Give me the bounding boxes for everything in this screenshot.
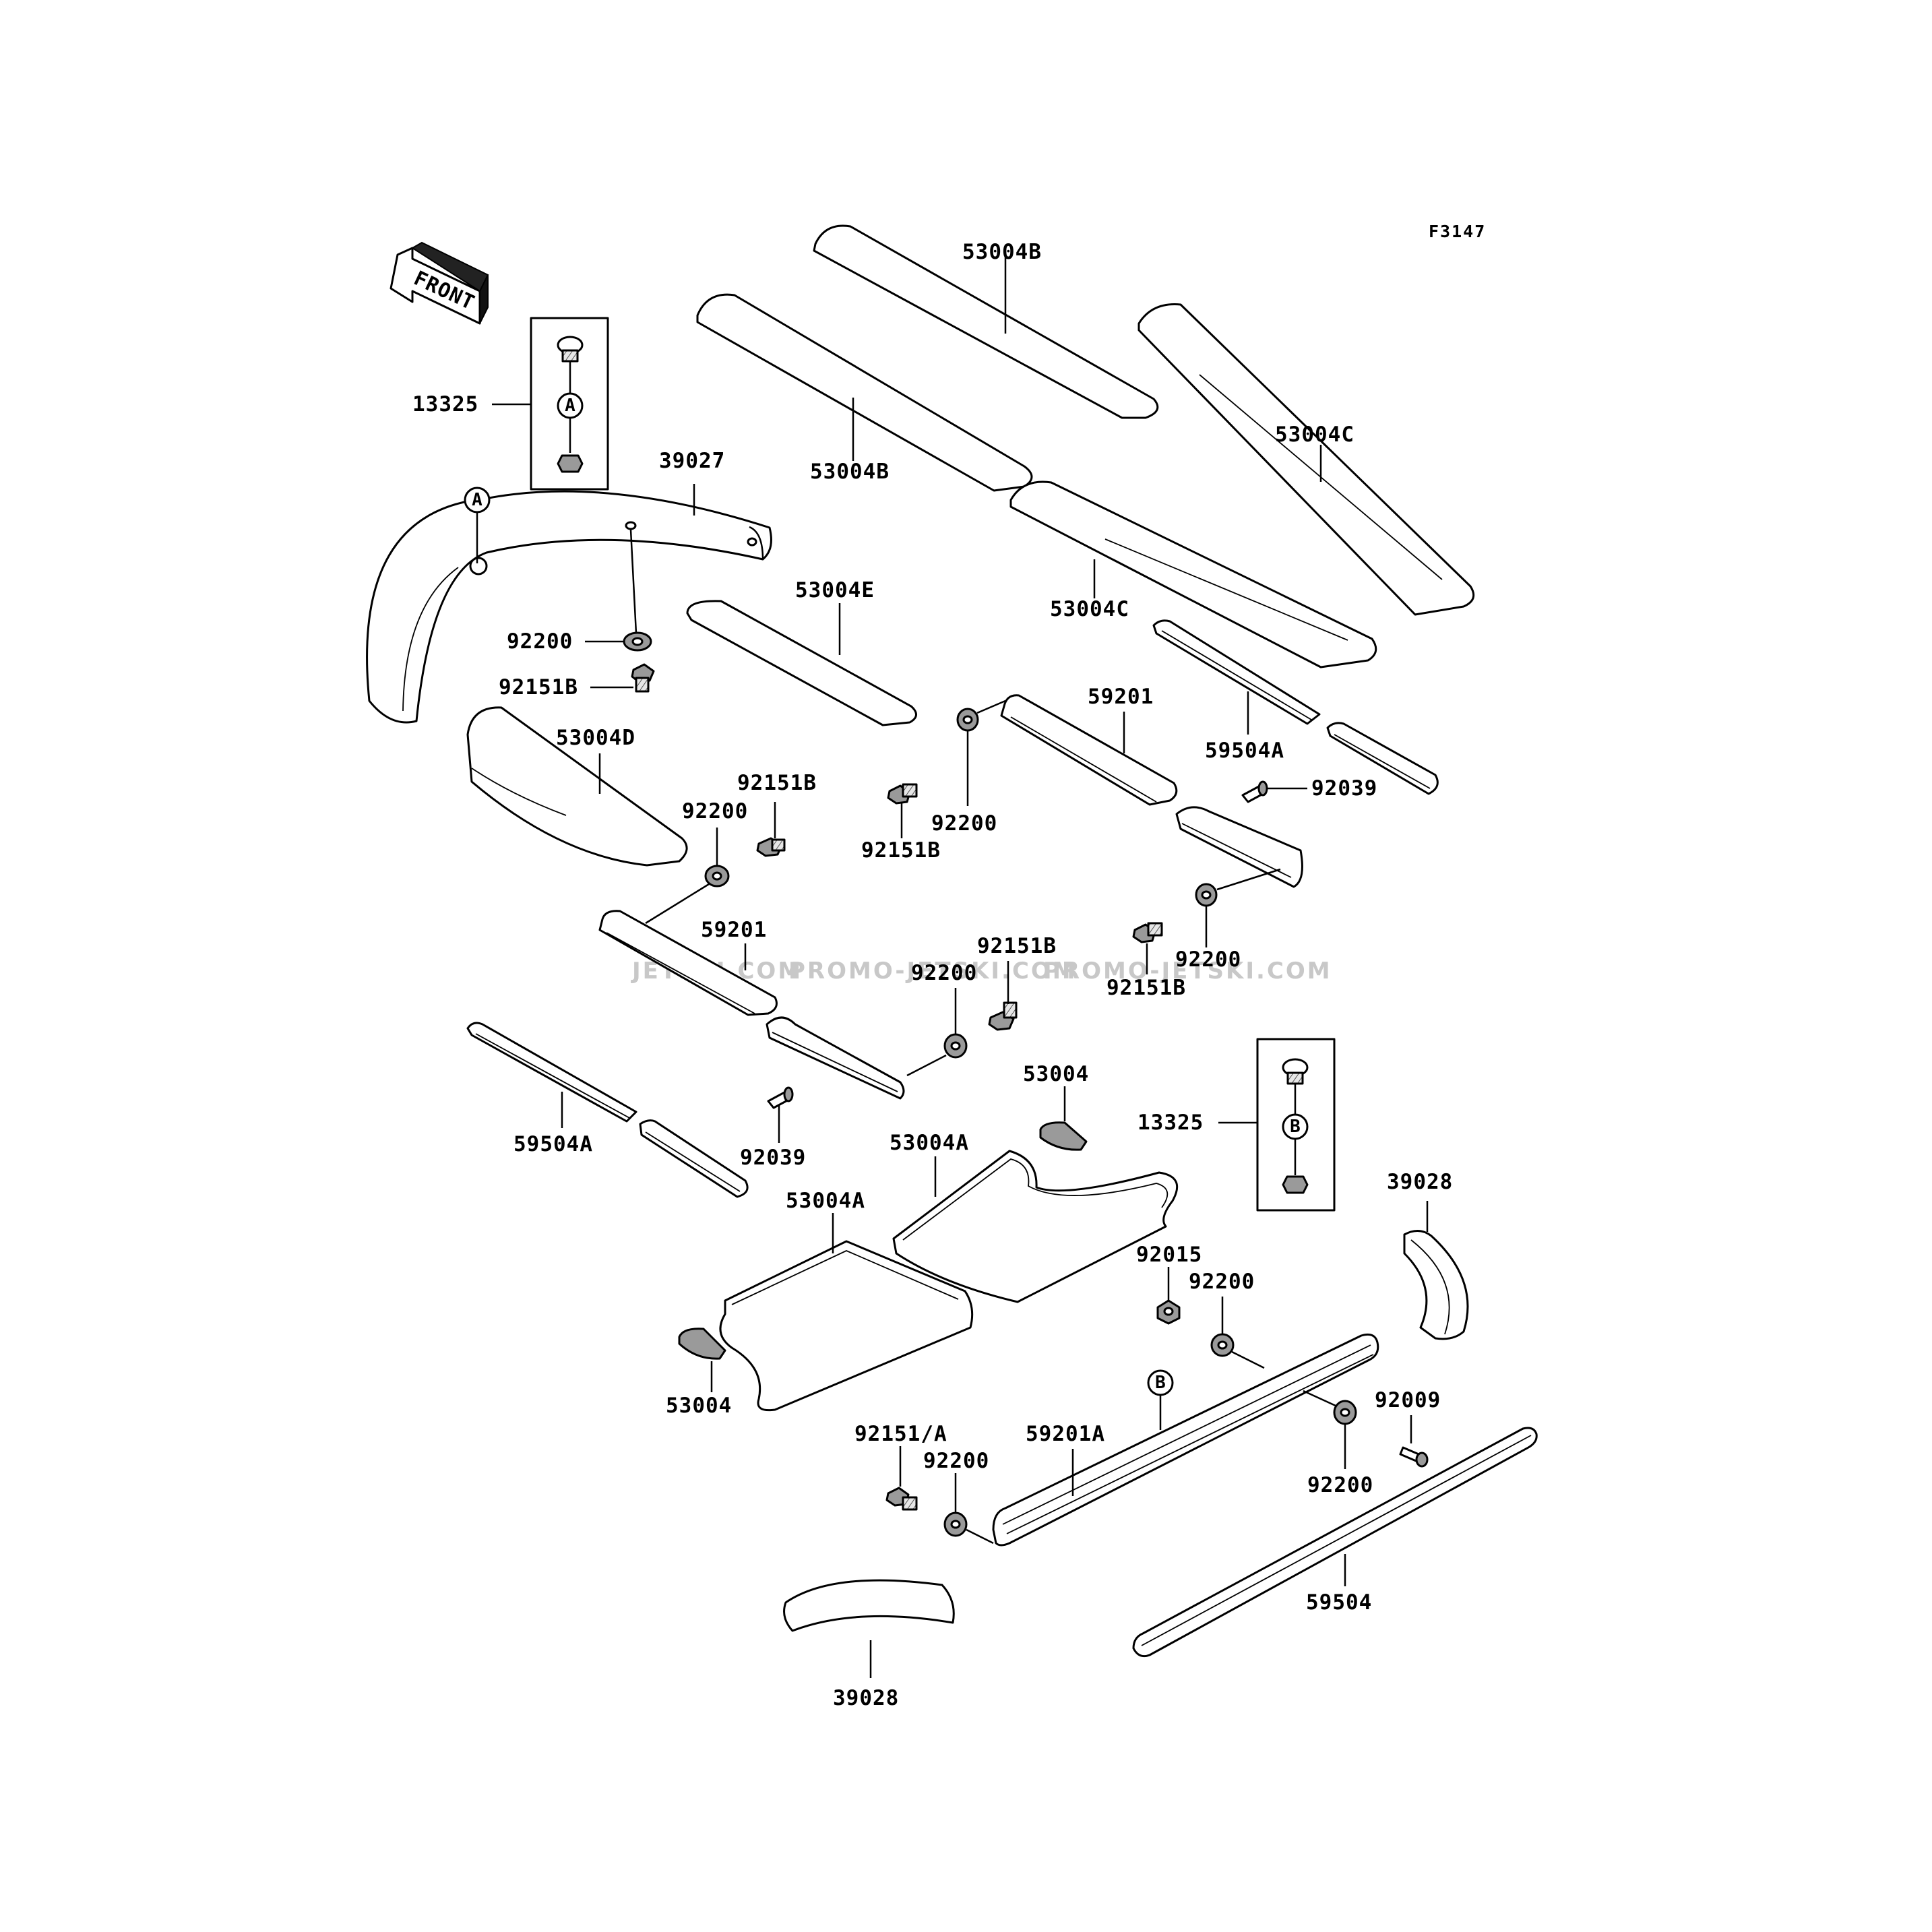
part-53004A-mat-right: 53004A [890,1131,1179,1303]
label-92200-c: 92200 [911,961,977,985]
label-53004-a: 53004 [1023,1062,1089,1086]
part-59504-rail: 59504 [1132,1427,1538,1658]
part-39028-guard-right: 39028 [1387,1170,1469,1340]
callout-b-box: B [1290,1117,1301,1137]
label-92200-e: 92200 [1175,947,1241,972]
label-53004C-top: 53004C [1275,423,1354,447]
part-13325-box-b: B 13325 [1138,1038,1336,1212]
part-92200-h: 92200 [1303,1390,1373,1497]
label-59504: 59504 [1306,1590,1372,1615]
label-39027: 39027 [659,449,725,473]
label-92039-b: 92039 [740,1146,806,1170]
label-13325-b: 13325 [1138,1111,1204,1135]
part-59504A-lower: 59504A [466,1022,749,1198]
label-53004D: 53004D [556,726,635,750]
part-39028-pad-bottom: 39028 [783,1579,955,1710]
label-39028-b: 39028 [833,1686,899,1710]
part-53004E-pad: 53004E [686,578,917,726]
part-92009: 92009 [1375,1388,1441,1468]
part-92200-b: 92200 [645,799,748,925]
part-92151A: 92151/A [854,1422,947,1511]
part-92039-a: 92039 [1241,776,1377,803]
part-92151B-d: 92151B [861,783,941,863]
label-92200-g: 92200 [923,1449,989,1473]
part-53004-pad-upper: 53004 [1023,1062,1089,1151]
part-13325-box-a: A 13325 [412,317,609,491]
mat-53004C-lower: 53004C [1009,480,1377,668]
callout-b-rail: B [1155,1373,1166,1393]
mat-53004C-upper: 53004C [1138,303,1475,616]
part-92151B-c: 92151B [977,934,1057,1031]
label-53004C-bottom: 53004C [1050,597,1129,621]
part-92200-d: 92200 [931,699,1006,836]
label-92039-a: 92039 [1311,776,1377,801]
part-92151B-b: 92151B [737,771,817,857]
part-92039-b: 92039 [740,1086,806,1170]
label-59201A: 59201A [1026,1422,1105,1446]
label-92151B-a: 92151B [499,675,578,699]
label-59201-a: 59201 [701,918,767,942]
label-59504A-a: 59504A [1205,739,1284,763]
watermark-text-3: PROMO-JETSKI.COM [1043,958,1332,985]
part-92200-c: 92200 [906,961,977,1077]
part-59201-right: 59201 [1000,685,1303,888]
part-92015: 92015 [1136,1243,1202,1325]
label-92151B-e: 92151B [1107,976,1186,1000]
label-92151B-b: 92151B [737,771,817,795]
front-direction-arrow-icon: FRONT [389,241,489,325]
callout-a-box: A [565,396,575,416]
label-92200-b: 92200 [682,799,748,823]
label-59504A-b: 59504A [513,1132,593,1156]
label-92151B-c: 92151B [977,934,1057,958]
label-53004A-b: 53004A [786,1189,865,1213]
label-92200-h: 92200 [1307,1473,1373,1497]
label-92200-f: 92200 [1189,1270,1255,1294]
part-59201-left: 59201 [598,910,905,1100]
watermark-text-2: PROMO-JETSKI.COM [788,958,1078,985]
label-53004-b: 53004 [666,1394,732,1418]
label-39028-a: 39028 [1387,1170,1453,1194]
label-13325-a: 13325 [412,392,478,416]
part-92200-f: 92200 [1189,1270,1265,1369]
part-39027-front-guard: A 39027 [366,449,772,724]
label-53004B-bottom: 53004B [810,460,890,484]
diagram-code: F3147 [1429,222,1486,241]
part-92151B-e: 92151B [1107,922,1186,1000]
part-53004-pad-lower: 53004 [666,1328,732,1418]
label-92009: 92009 [1375,1388,1441,1412]
callout-a-guard: A [472,490,482,510]
part-59201A-rail: B 59201A [992,1333,1379,1547]
label-53004B-top: 53004B [962,240,1042,264]
part-92200-g: 92200 [923,1449,994,1545]
part-92200-a: 92200 [507,629,652,654]
label-92015: 92015 [1136,1243,1202,1267]
part-53004A-mat-left: 53004A [719,1189,974,1412]
label-59201-b: 59201 [1088,685,1154,709]
part-92200-e: 92200 [1175,868,1281,972]
label-92151A: 92151/A [854,1422,947,1446]
label-92151B-d: 92151B [861,838,941,863]
part-53004D-pad: 53004D [466,706,688,867]
label-53004A-a: 53004A [890,1131,969,1155]
label-92200-a: 92200 [507,629,573,654]
mat-53004B-upper: 53004B [813,224,1159,419]
part-59504A-upper: 59504A [1152,619,1439,795]
part-92151B-a: 92151B [499,663,655,699]
label-92200-d: 92200 [931,811,997,836]
label-53004E: 53004E [795,578,875,602]
